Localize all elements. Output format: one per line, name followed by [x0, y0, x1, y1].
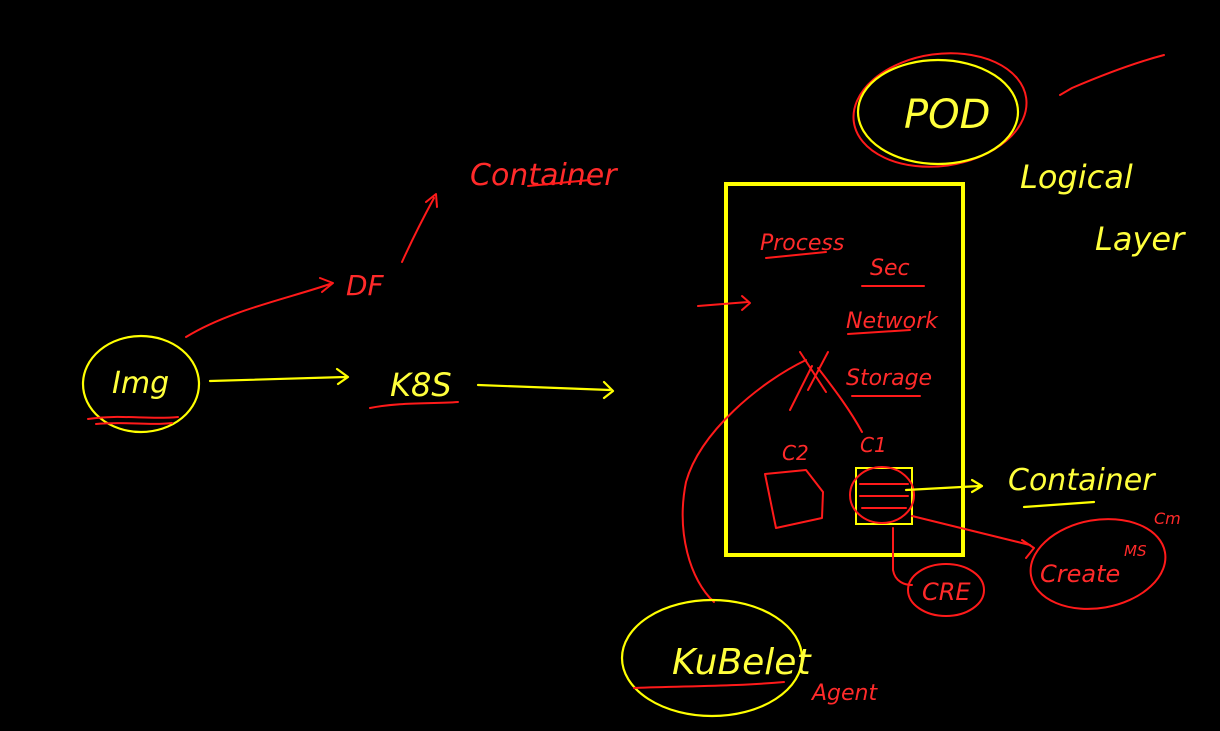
img-circle: [81, 334, 201, 434]
container-right-underline: [1022, 500, 1096, 509]
storage-label: Storage: [846, 366, 932, 391]
layer-label: Layer: [1095, 220, 1186, 258]
create-label: Create: [1040, 560, 1120, 588]
kubelet-label: KuBelet: [672, 642, 812, 683]
kubelet-link: [681, 359, 807, 603]
c1-to-container-arrow: [904, 478, 984, 494]
img-label: Img: [112, 366, 169, 401]
link-to-c1: [817, 367, 863, 433]
img-to-k8s-arrow: [208, 367, 350, 386]
pod-red-circle: [852, 52, 1028, 168]
img-underline-2: [95, 422, 173, 425]
c1-to-create-arrow: [911, 515, 1035, 559]
kubelet-circle: [620, 598, 804, 718]
df-label: DF: [346, 269, 385, 302]
cre-label: CRE: [922, 578, 971, 606]
k8s-to-pod-arrow: [476, 380, 615, 400]
logical-label: Logical: [1020, 158, 1133, 196]
c2-container-shape: [764, 469, 824, 529]
container-top-label: Container: [470, 158, 618, 193]
cross-mark: [799, 351, 829, 393]
agent-label: Agent: [810, 681, 878, 706]
process-label: Process: [760, 231, 844, 256]
pod-label: POD: [904, 92, 990, 138]
pod-box: [724, 182, 965, 557]
network-label: Network: [846, 309, 939, 334]
network-underline: [847, 329, 911, 335]
pod-checkmark: [1059, 54, 1165, 96]
link-to-c2: [789, 365, 813, 411]
ms-label: MS: [1124, 542, 1147, 560]
img-underline: [87, 415, 179, 420]
c1-container-lines: [859, 483, 909, 509]
k8s-label: K8S: [390, 366, 452, 404]
pod-yellow-circle: [856, 58, 1020, 166]
df-to-container-arrow: [401, 193, 438, 263]
container-right-label: Container: [1008, 463, 1156, 498]
c1-label: C1: [860, 433, 887, 457]
c1-container-outline: [849, 466, 915, 524]
img-to-df-arrow: [185, 277, 334, 338]
create-circle: [1029, 518, 1167, 610]
container-top-underline: [527, 179, 591, 187]
pod-entry-arrow: [697, 295, 751, 311]
kubelet-underline: [633, 681, 785, 689]
process-underline: [765, 251, 827, 259]
c2-label: C2: [782, 441, 809, 465]
k8s-underline: [369, 401, 459, 409]
cm-label: Cm: [1154, 509, 1181, 528]
sec-label: Sec: [870, 256, 910, 281]
cre-circle: [907, 563, 985, 617]
